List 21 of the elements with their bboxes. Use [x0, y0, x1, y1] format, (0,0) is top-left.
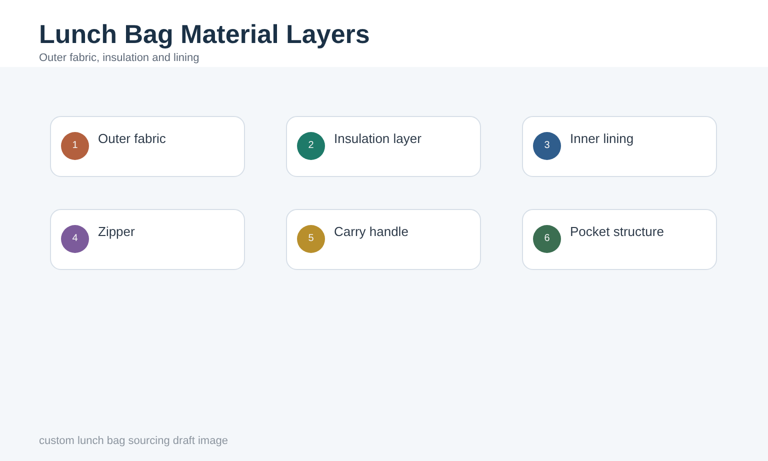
- subtitle: Outer fabric, insulation and lining: [39, 52, 200, 65]
- material-card: [286, 116, 481, 177]
- material-card: [50, 209, 245, 270]
- number-badge: 2: [297, 132, 325, 160]
- material-card: [522, 209, 717, 270]
- number-badge: 4: [61, 225, 89, 253]
- material-card: [50, 116, 245, 177]
- footer-note: custom lunch bag sourcing draft image: [39, 435, 228, 448]
- card-title: Carry handle: [334, 224, 408, 240]
- card-title: Outer fabric: [98, 131, 166, 147]
- card-title: Pocket structure: [570, 224, 664, 240]
- card-title: Inner lining: [570, 131, 634, 147]
- number-badge: 1: [61, 132, 89, 160]
- number-badge: 3: [533, 132, 561, 160]
- card-title: Zipper: [98, 224, 135, 240]
- material-card: [286, 209, 481, 270]
- number-badge: 5: [297, 225, 325, 253]
- card-title: Insulation layer: [334, 131, 422, 147]
- page-title: Lunch Bag Material Layers: [39, 19, 370, 49]
- material-card: [522, 116, 717, 177]
- number-badge: 6: [533, 225, 561, 253]
